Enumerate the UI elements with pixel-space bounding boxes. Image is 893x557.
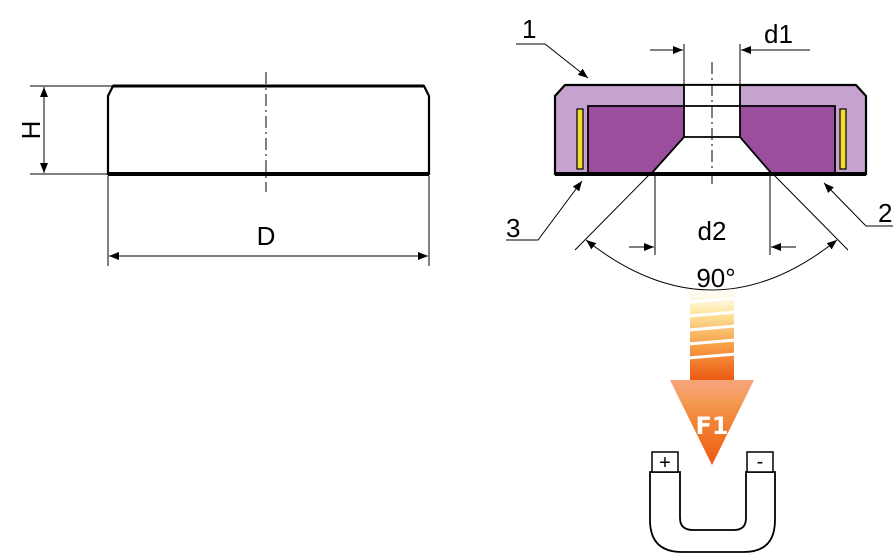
disc-body (106, 84, 431, 176)
callout-2-leader (823, 182, 893, 227)
plus-label: + (659, 452, 671, 474)
force-arrow-head-tint (670, 380, 754, 465)
cross-section-view: d1 d2 90° 1 3 2 (506, 14, 893, 293)
horseshoe-magnet: + - (649, 451, 776, 553)
magnet-left (588, 106, 684, 173)
diameter-label: D (257, 221, 276, 251)
magnet-left-outline (587, 105, 684, 173)
spacer-right (839, 108, 847, 170)
height-label: H (16, 121, 46, 140)
callout-2-label: 2 (878, 198, 892, 228)
hole-diameter-2-label: d2 (698, 216, 727, 246)
horseshoe-body (649, 471, 776, 553)
magnet-right-outline (740, 105, 836, 173)
minus-pole (746, 451, 774, 473)
angle-extension-left (574, 172, 652, 251)
side-view: H D (16, 72, 431, 266)
callout-1-label: 1 (522, 14, 536, 44)
plus-pole (651, 451, 679, 473)
spacer-left (576, 108, 584, 170)
hole-diameter-1-label: d1 (764, 19, 793, 49)
minus-label: - (757, 451, 764, 473)
angle-extension-right (771, 172, 849, 251)
force-arrow-stripes (687, 296, 737, 360)
force-arrow-shaft (690, 290, 734, 380)
angle-label: 90° (696, 263, 735, 293)
callout-3-label: 3 (506, 213, 520, 243)
magnet-right (740, 106, 835, 173)
callout-1-leader (516, 43, 589, 79)
callout-3-leader (506, 180, 583, 241)
force-arrow: F1 (670, 290, 754, 465)
force-label: F1 (695, 412, 728, 440)
